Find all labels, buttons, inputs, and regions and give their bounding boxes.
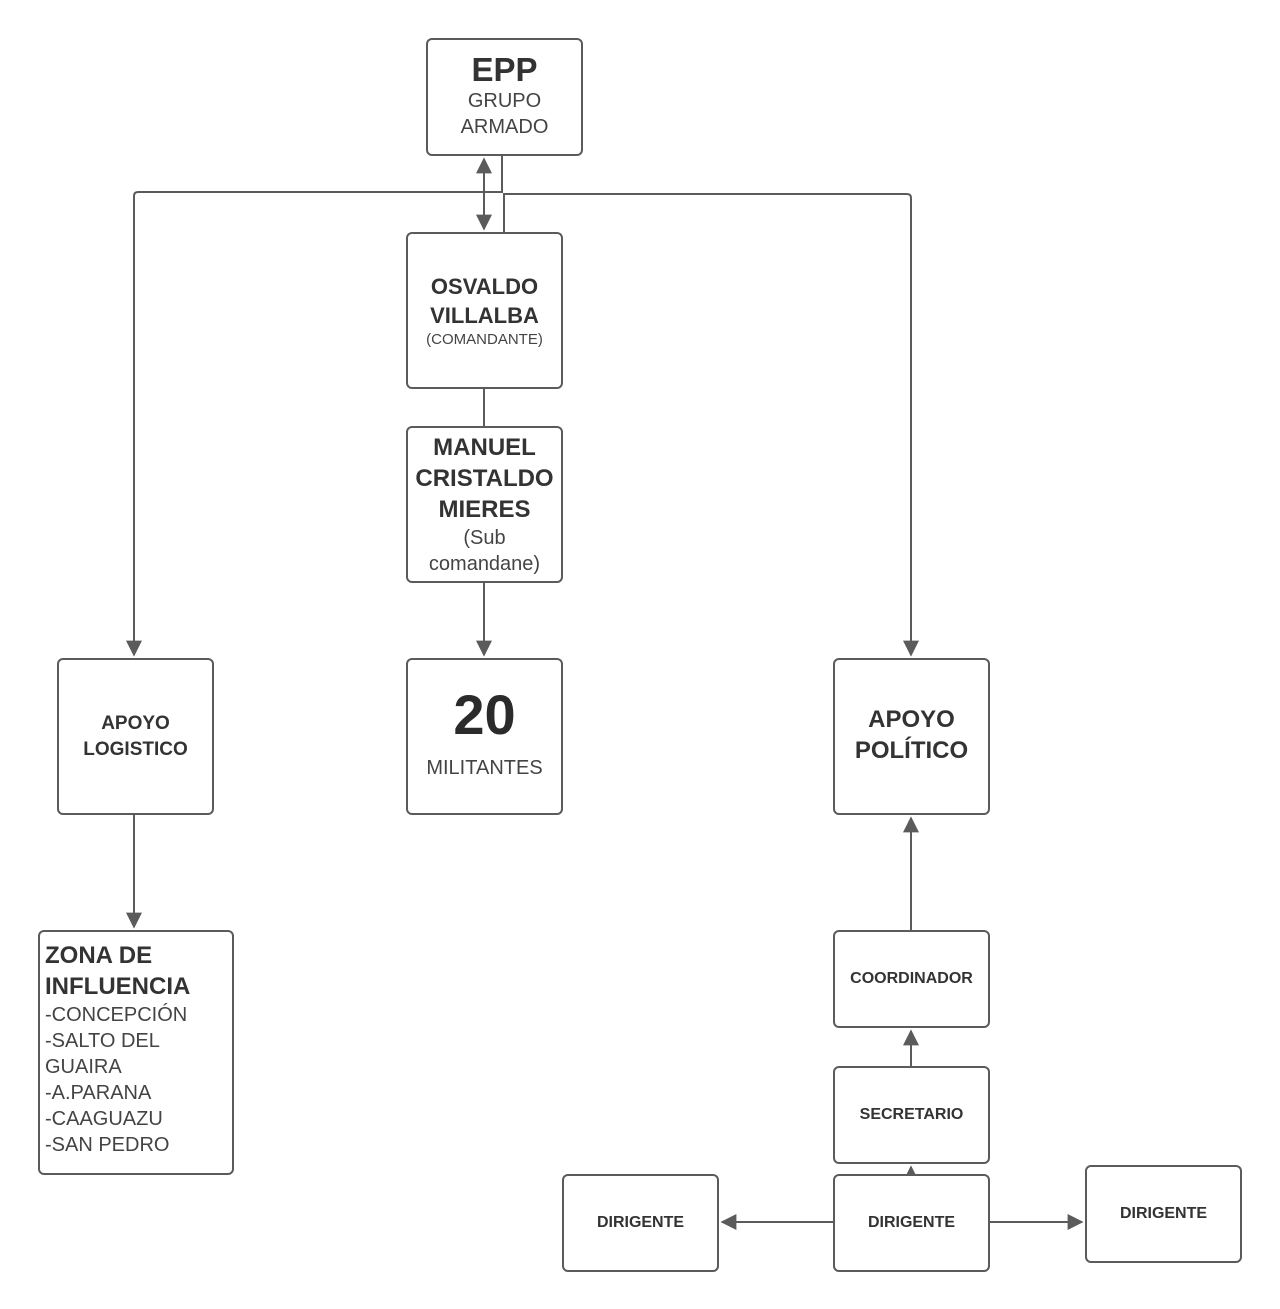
node-coordinador-title: COORDINADOR <box>850 970 973 987</box>
node-dirigente-center-title: DIRIGENTE <box>867 1214 956 1231</box>
node-secretario-title: SECRETARIO <box>859 1106 964 1123</box>
node-zona-influencia: ZONA DE INFLUENCIA -CONCEPCIÓN -SALTO DE… <box>38 930 234 1175</box>
node-militantes: 20 MILITANTES <box>406 658 563 815</box>
node-apoyo-politico-title: APOYO POLÍTICO <box>854 706 969 764</box>
node-osvaldo-subtitle: (COMANDANTE) <box>426 330 543 348</box>
node-epp-title: EPP <box>471 51 538 88</box>
node-epp: EPP GRUPO ARMADO <box>426 38 583 156</box>
node-zona-list: -CONCEPCIÓN -SALTO DEL GUAIRA -A.PARANA … <box>45 1004 188 1156</box>
node-dirigente-left-title: DIRIGENTE <box>596 1214 685 1231</box>
node-epp-subtitle: GRUPO ARMADO <box>460 90 549 138</box>
node-apoyo-logistico: APOYO LOGISTICO <box>57 658 214 815</box>
node-coordinador: COORDINADOR <box>833 930 990 1028</box>
node-dirigente-right-title: DIRIGENTE <box>1119 1205 1208 1222</box>
node-apoyo-logistico-title: APOYO LOGISTICO <box>83 712 188 760</box>
node-militantes-label: MILITANTES <box>426 757 543 779</box>
node-osvaldo-villalba: OSVALDO VILLALBA (COMANDANTE) <box>406 232 563 389</box>
connector-epp-logistico <box>126 156 503 657</box>
node-apoyo-politico: APOYO POLÍTICO <box>833 658 990 815</box>
node-manuel-cristaldo: MANUEL CRISTALDO MIERES (Sub comandane) <box>406 426 563 583</box>
node-dirigente-center: DIRIGENTE <box>833 1174 990 1272</box>
node-manuel-subtitle: (Sub comandane) <box>428 527 541 575</box>
node-dirigente-right: DIRIGENTE <box>1085 1165 1242 1263</box>
node-militantes-count: 20 <box>453 683 516 746</box>
node-secretario: SECRETARIO <box>833 1066 990 1164</box>
node-dirigente-left: DIRIGENTE <box>562 1174 719 1272</box>
node-manuel-title: MANUEL CRISTALDO MIERES <box>415 434 554 523</box>
connector-epp-politico <box>503 193 919 657</box>
node-osvaldo-title: OSVALDO VILLALBA <box>430 273 539 328</box>
node-zona-title: ZONA DE INFLUENCIA <box>45 942 191 1000</box>
